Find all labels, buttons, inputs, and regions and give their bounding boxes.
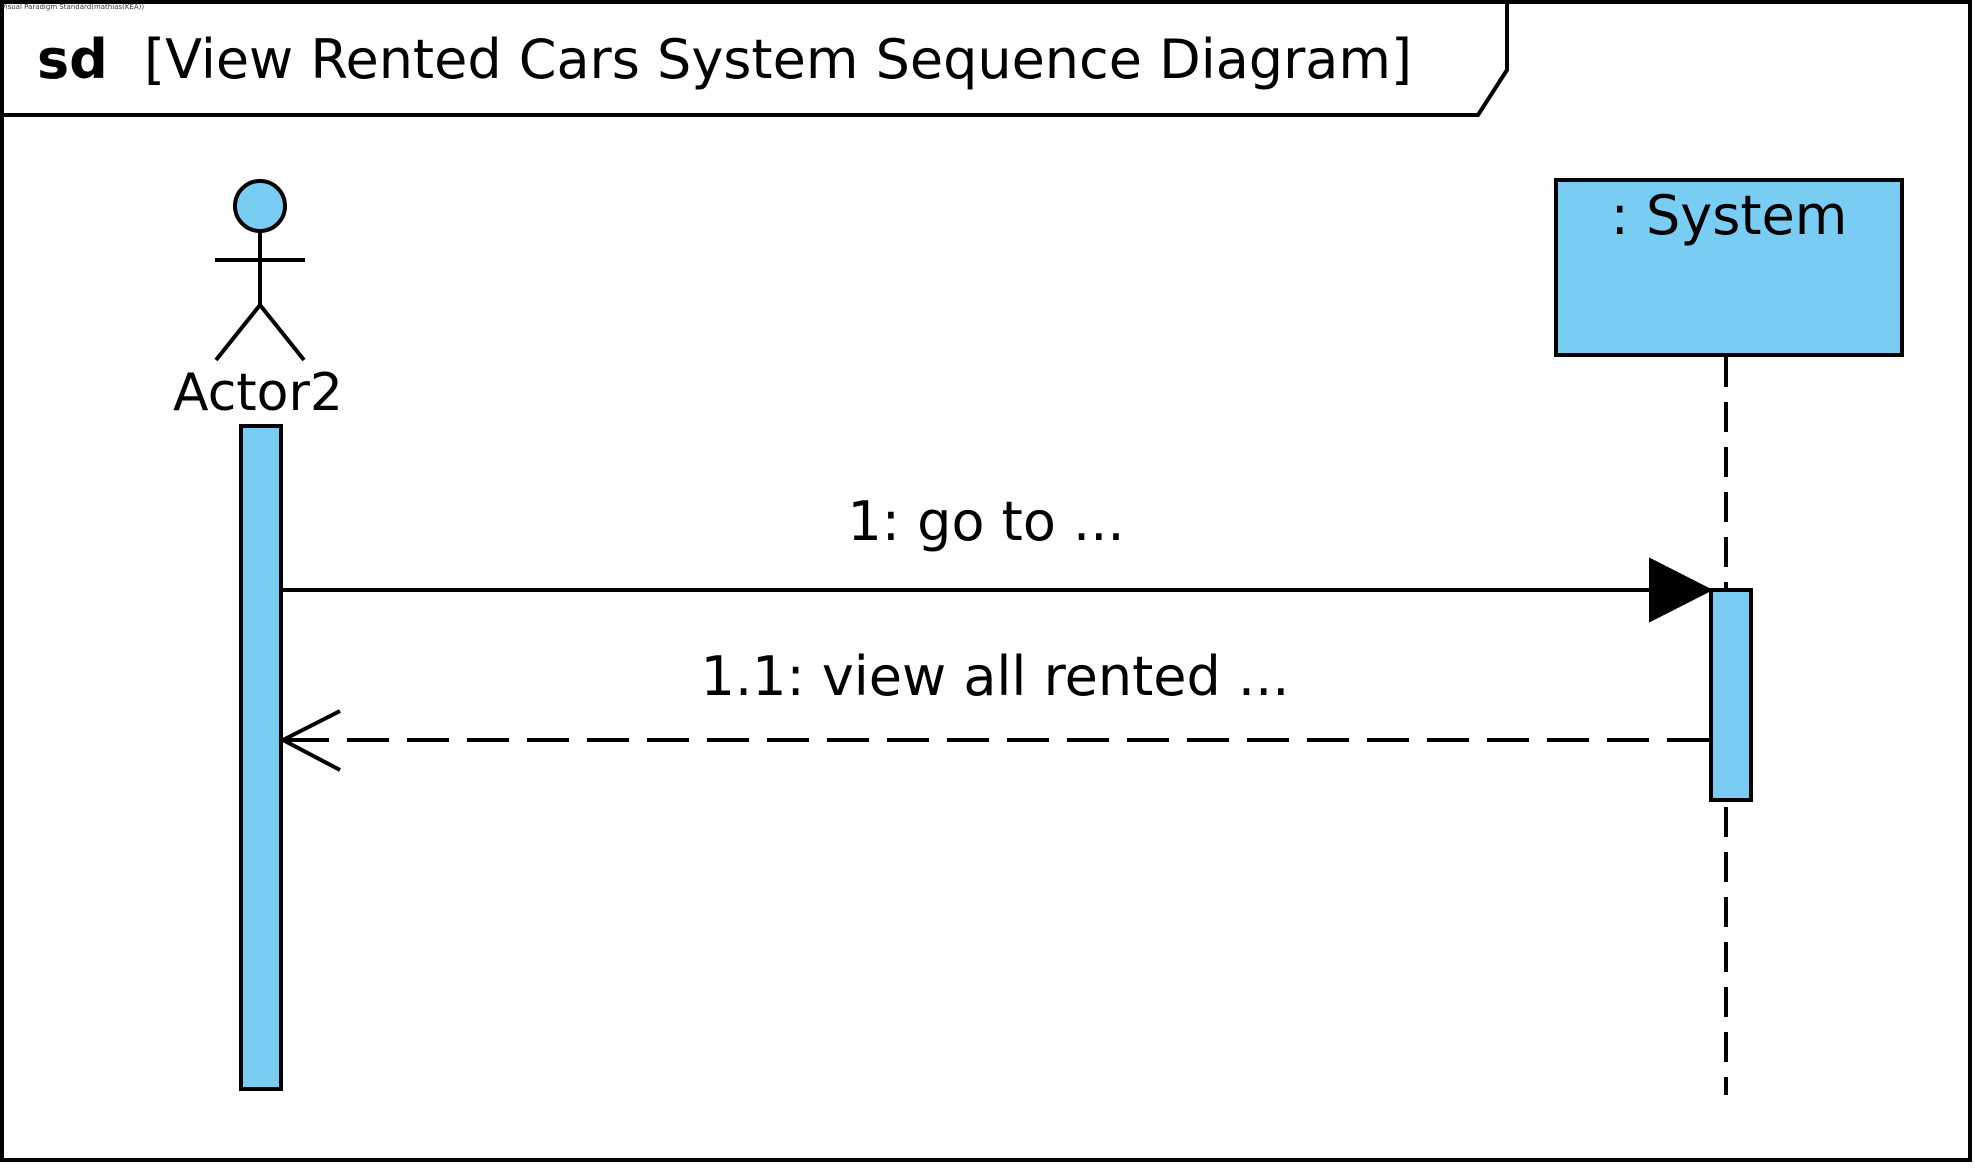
actor-name: Actor2 (173, 363, 343, 423)
system-lifeline-box[interactable] (1554, 178, 1904, 357)
stick-figure-icon (214, 179, 306, 362)
frame-keyword: sd (37, 28, 108, 91)
frame-title: [View Rented Cars System Sequence Diagra… (144, 28, 1412, 91)
system-activation-bar[interactable] (1709, 588, 1753, 802)
actor-left-leg (214, 303, 262, 362)
frame-name-tab (2, 2, 1509, 117)
message-go-to-label: 1: go to ... (847, 490, 1124, 553)
message-view-all-rented-label: 1.1: view all rented ... (701, 645, 1290, 708)
actor-right-leg (258, 303, 306, 362)
actor-figure[interactable] (214, 179, 306, 362)
watermark-text: Visual Paradigm Standard(mathias(KEA)) (1, 3, 144, 11)
message-view-all-rented[interactable] (278, 709, 1709, 772)
filled-arrowhead-icon (1649, 557, 1714, 623)
open-arrowhead-icon (278, 709, 341, 772)
actor-head (233, 179, 287, 233)
message-go-to[interactable] (283, 557, 1714, 623)
actor-activation-bar[interactable] (239, 424, 283, 1091)
system-lifeline-label: : System (1611, 184, 1848, 247)
